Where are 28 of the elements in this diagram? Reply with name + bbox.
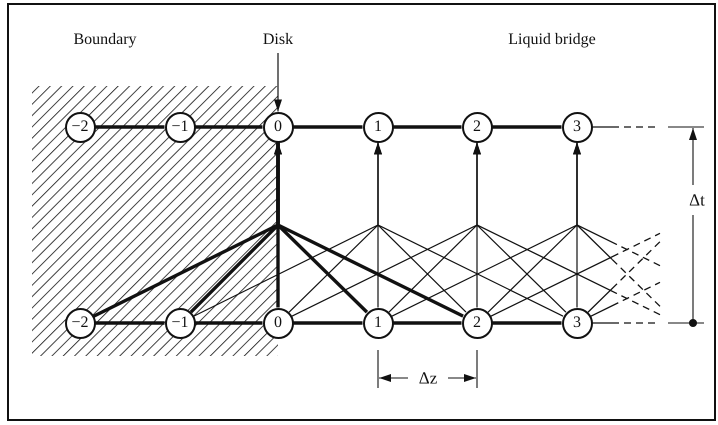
connector-line [490, 232, 660, 317]
connector-line [592, 322, 655, 324]
connector-line [394, 321, 462, 325]
grid-point-circle: 3 [562, 308, 592, 338]
arrow [473, 142, 660, 316]
arrow [573, 142, 660, 266]
dimension-label: Δt [689, 192, 705, 208]
arrow [274, 142, 464, 318]
connector-line [590, 282, 660, 317]
region-label: Liquid bridge [508, 32, 596, 48]
grid-point-circle: 3 [562, 112, 592, 142]
arrow [374, 142, 564, 317]
connector-line [196, 321, 262, 325]
grid-point-circle: 2 [462, 112, 492, 142]
connector-line [492, 125, 562, 129]
region-label: Boundary [73, 32, 137, 48]
dimension-label: Δz [418, 370, 438, 386]
arrow [274, 53, 282, 112]
connector-line [492, 321, 562, 325]
connector-line [588, 241, 660, 313]
grid-point-circle: 2 [462, 308, 492, 338]
connector-line [294, 321, 362, 325]
connector-line [592, 126, 655, 128]
connector-line [394, 125, 462, 129]
grid-point-circle: 1 [362, 112, 394, 142]
region-label: Disk [248, 29, 308, 51]
connector-line [294, 125, 362, 129]
grid-point-circle: 1 [362, 308, 394, 338]
